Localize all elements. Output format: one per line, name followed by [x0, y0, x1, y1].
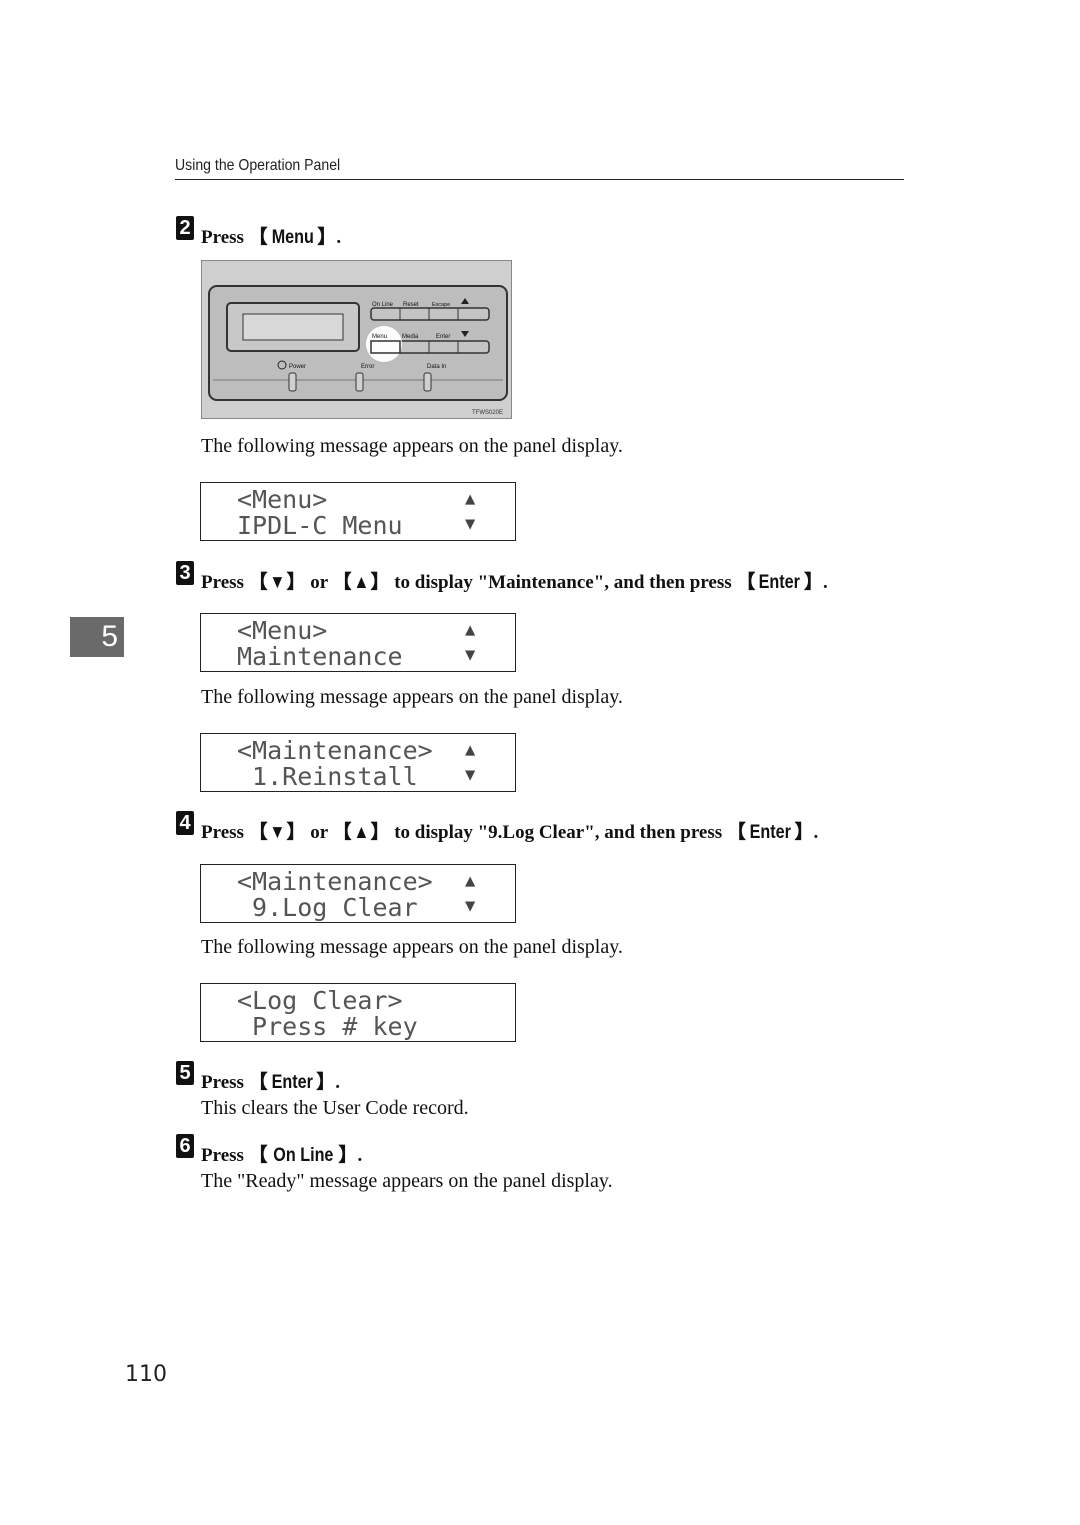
step-4-or: or — [305, 822, 333, 843]
step-2-prefix: Press — [201, 227, 249, 248]
step-4-instruction: Press 【▼】 or 【▲】 to display "9.Log Clear… — [201, 822, 819, 843]
enter-key-label: Enter — [749, 822, 791, 843]
lcd-line-2: 9.Log Clear — [237, 893, 418, 922]
step-number-6: 6 — [176, 1134, 194, 1158]
step-number-4: 4 — [176, 811, 194, 835]
operation-panel-figure: On Line Reset Escape Menu Media Enter Po… — [201, 260, 512, 419]
lcd-up-arrow-icon: ▲ — [465, 740, 476, 760]
power-indicator-label: Power — [289, 364, 306, 370]
lcd-line-1: <Maintenance> — [237, 736, 433, 765]
lcd-line-1: <Log Clear> — [237, 986, 403, 1015]
online-button-label: On Line — [372, 302, 394, 308]
step-5-suffix: . — [335, 1072, 341, 1093]
step-6-instruction: Press 【On Line】. — [201, 1145, 363, 1166]
lcd-display-maintenance: <Menu> Maintenance ▲ ▼ — [200, 613, 516, 672]
ready-message-text: The "Ready" message appears on the panel… — [201, 1170, 613, 1192]
step-2-instruction: Press 【Menu】. — [201, 227, 342, 248]
data-in-indicator-label: Data In — [427, 364, 446, 370]
chapter-tab: 5 — [70, 617, 124, 657]
step-5-instruction: Press 【Enter】. — [201, 1072, 341, 1093]
lcd-down-arrow-icon: ▼ — [465, 765, 476, 785]
lcd-line-1: <Maintenance> — [237, 867, 433, 896]
lcd-line-2: IPDL-C Menu — [237, 511, 403, 540]
step-5-prefix: Press — [201, 1072, 249, 1093]
lcd-up-arrow-icon: ▲ — [465, 871, 476, 891]
lcd-display-menu: <Menu> IPDL-C Menu ▲ ▼ — [200, 482, 516, 541]
enter-button-label: Enter — [436, 334, 450, 340]
section-header: Using the Operation Panel — [175, 157, 341, 174]
lcd-display-press-key: <Log Clear> Press # key — [200, 983, 516, 1042]
figure-code: TFWS020E — [472, 410, 503, 416]
page-number: 110 — [125, 1362, 167, 1387]
header-rule — [175, 179, 904, 180]
step-4-suffix: . — [813, 822, 819, 843]
media-button-label: Media — [402, 334, 419, 340]
lcd-down-arrow-icon: ▼ — [465, 645, 476, 665]
step-4-mid: to display "9.Log Clear", and then press — [389, 822, 727, 843]
step-number-2: 2 — [176, 216, 194, 240]
escape-button-label: Escape — [432, 302, 450, 308]
step-number-5: 5 — [176, 1061, 194, 1085]
clears-record-text: This clears the User Code record. — [201, 1097, 469, 1119]
menu-key-label: Menu — [271, 227, 314, 248]
lcd-up-arrow-icon: ▲ — [465, 489, 476, 509]
step-6-suffix: . — [357, 1145, 363, 1166]
lcd-line-1: <Menu> — [237, 616, 328, 645]
following-message-text-1: The following message appears on the pan… — [201, 435, 623, 457]
lcd-line-2: Press # key — [237, 1012, 418, 1041]
step-2-suffix: . — [336, 227, 342, 248]
step-3-suffix: . — [823, 572, 828, 593]
lcd-display-reinstall: <Maintenance> 1.Reinstall ▲ ▼ — [200, 733, 516, 792]
enter-key-label: Enter — [271, 1072, 313, 1093]
enter-key-label: Enter — [759, 572, 801, 593]
step-6-prefix: Press — [201, 1145, 249, 1166]
following-message-text-3: The following message appears on the pan… — [201, 936, 623, 958]
step-number-3: 3 — [176, 561, 194, 585]
following-message-text-2: The following message appears on the pan… — [201, 686, 623, 708]
down-key-icon: ▼ — [269, 572, 286, 593]
lcd-down-arrow-icon: ▼ — [465, 514, 476, 534]
lcd-display-log-clear: <Maintenance> 9.Log Clear ▲ ▼ — [200, 864, 516, 923]
lcd-line-1: <Menu> — [237, 485, 328, 514]
step-3-mid: to display "Maintenance", and then press — [389, 572, 737, 593]
lcd-line-2: 1.Reinstall — [237, 762, 418, 791]
menu-button-label: Menu — [372, 334, 387, 340]
down-key-icon: ▼ — [269, 822, 286, 843]
step-3-prefix: Press — [201, 572, 249, 593]
error-indicator-label: Error — [361, 364, 374, 370]
reset-button-label: Reset — [403, 302, 419, 308]
step-4-prefix: Press — [201, 822, 249, 843]
lcd-down-arrow-icon: ▼ — [465, 896, 476, 916]
step-3-or: or — [305, 572, 333, 593]
lcd-line-2: Maintenance — [237, 642, 403, 671]
online-key-label: On Line — [272, 1145, 334, 1166]
step-3-instruction: Press 【▼】 or 【▲】 to display "Maintenance… — [201, 572, 828, 593]
up-key-icon: ▲ — [353, 822, 370, 843]
lcd-up-arrow-icon: ▲ — [465, 620, 476, 640]
up-key-icon: ▲ — [353, 572, 370, 593]
